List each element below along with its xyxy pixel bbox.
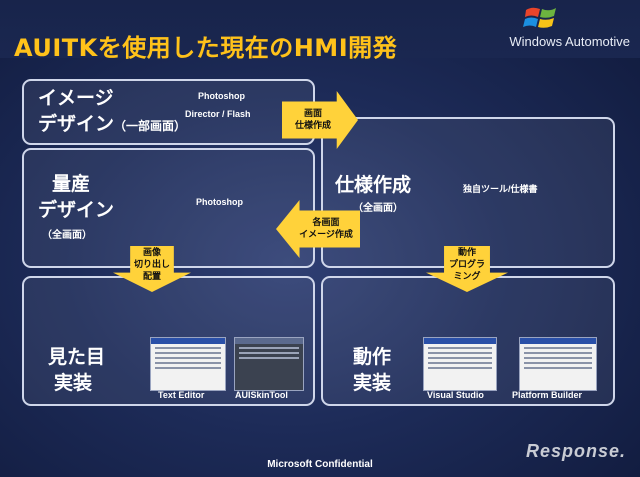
response-watermark: Response. bbox=[525, 441, 626, 461]
arrow-to-behavior-line3: ミング bbox=[453, 272, 481, 282]
arrow-to-mass-line2: イメージ作成 bbox=[299, 230, 353, 240]
arrow-to-mass-line1: 各画面 bbox=[312, 218, 340, 228]
arrow-to-spec-line1: 画面 bbox=[303, 109, 322, 119]
tool-text-editor: Text Editor bbox=[158, 390, 205, 400]
panel-image-design: イメージ デザイン（一部画面） Photoshop Director / Fla… bbox=[22, 79, 315, 145]
arrow-to-appearance-line3: 配置 bbox=[142, 272, 161, 282]
platform-builder-screenshot bbox=[519, 337, 597, 391]
mass-design-line2: デザイン bbox=[38, 199, 115, 221]
image-design-line1: イメージ bbox=[38, 87, 114, 109]
windows-flag-logo bbox=[523, 7, 556, 28]
mass-design-note: （全画面） bbox=[42, 230, 92, 241]
spec-title: 仕様作成 bbox=[335, 174, 412, 196]
behavior-line1: 動作 bbox=[353, 346, 392, 368]
arrow-to-behavior-line2: プログラ bbox=[448, 260, 485, 270]
tool-visual-studio: Visual Studio bbox=[427, 390, 484, 400]
spec-tool: 独自ツール/仕様書 bbox=[463, 184, 538, 194]
image-design-line2-text: デザイン bbox=[38, 113, 115, 135]
visual-studio-screenshot bbox=[423, 337, 497, 391]
auiskintool-screenshot bbox=[234, 337, 304, 391]
panel-mass-design: 量産 デザイン （全画面） Photoshop bbox=[22, 148, 315, 268]
tool-photoshop-2: Photoshop bbox=[196, 197, 243, 207]
brand: Windows Automotive bbox=[480, 4, 630, 50]
appearance-line2: 実装 bbox=[54, 372, 93, 394]
arrow-to-behavior-line1: 動作 bbox=[457, 248, 476, 258]
panel-appearance: 見た目 実装 Text Editor AUISkinTool bbox=[22, 276, 315, 406]
text-editor-screenshot bbox=[150, 337, 226, 391]
arrow-to-appearance-line1: 画像 bbox=[142, 248, 161, 258]
spec-note: （全画面） bbox=[353, 203, 403, 214]
image-design-line2: デザイン（一部画面） bbox=[38, 112, 186, 139]
panel-behavior: 動作 実装 Visual Studio Platform Builder bbox=[321, 276, 615, 406]
slide-title: AUITKを使用した現在のHMI開発 bbox=[14, 34, 398, 62]
tool-auiskintool: AUISkinTool bbox=[235, 390, 288, 400]
tool-director-flash: Director / Flash bbox=[185, 109, 251, 119]
arrow-to-appearance-line2: 切り出し bbox=[133, 260, 170, 270]
tool-platform-builder: Platform Builder bbox=[512, 390, 583, 400]
arrow-to-spec-line2: 仕様作成 bbox=[294, 121, 331, 131]
tool-photoshop-1: Photoshop bbox=[198, 91, 245, 101]
behavior-line2: 実装 bbox=[353, 372, 392, 394]
appearance-line1: 見た目 bbox=[48, 346, 106, 368]
mass-design-line1: 量産 bbox=[52, 173, 91, 195]
panel-spec: 仕様作成 （全画面） 独自ツール/仕様書 bbox=[321, 117, 615, 268]
footer-confidential: Microsoft Confidential bbox=[267, 459, 373, 470]
brand-name: Windows Automotive bbox=[509, 34, 630, 49]
image-design-note: （一部画面） bbox=[114, 119, 187, 133]
